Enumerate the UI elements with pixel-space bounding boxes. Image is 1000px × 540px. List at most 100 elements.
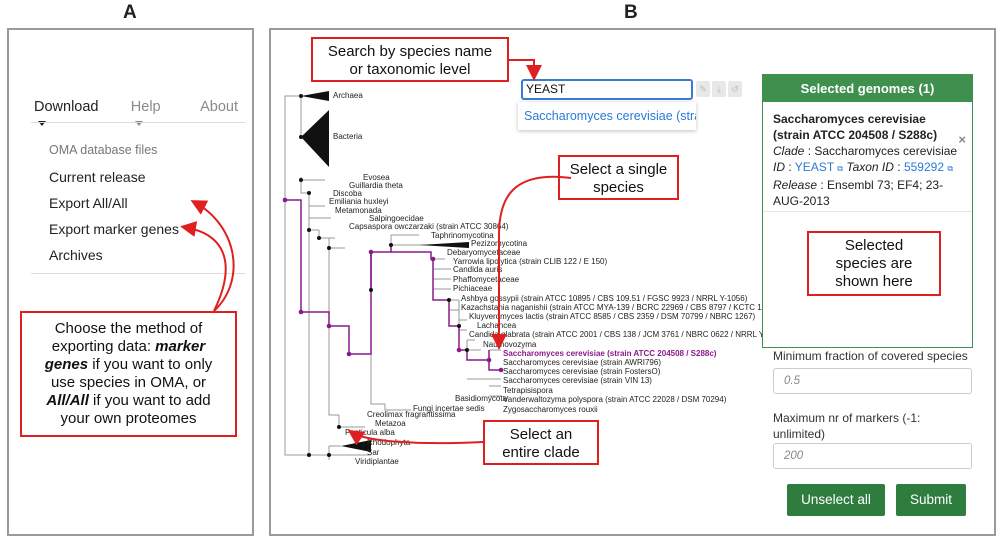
external-link-icon: ⧉	[837, 164, 843, 173]
about-link[interactable]: About	[200, 99, 238, 115]
max-markers-label-line: unlimited)	[773, 427, 826, 441]
id-link[interactable]: YEAST	[794, 160, 834, 174]
tree-label[interactable]: Debaryomycetaceae	[447, 248, 521, 257]
download-dropdown: OMA database files Current release Expor…	[31, 122, 245, 274]
tree-label[interactable]: Capsaspora owczarzaki (strain ATCC 30864…	[349, 222, 509, 231]
unselect-all-button[interactable]: Unselect all	[787, 484, 885, 516]
external-link-icon: ⧉	[947, 164, 954, 173]
species-search-input[interactable]: YEAST	[521, 79, 693, 100]
clade-triangle[interactable]	[301, 91, 329, 101]
tree-label[interactable]: Bacteria	[333, 132, 363, 141]
tree-label[interactable]: Evosea	[363, 173, 390, 182]
tree-label-selected[interactable]: Saccharomyces cerevisiae (strain ATCC 20…	[503, 349, 717, 358]
help-menu[interactable]: Help	[131, 99, 186, 131]
tree-label[interactable]: Tetrapisispora	[503, 386, 553, 395]
help-label: Help	[130, 99, 161, 115]
tree-label[interactable]: Phaffomycetaceae	[453, 275, 520, 284]
tree-label[interactable]: Archaea	[333, 91, 363, 100]
tree-label[interactable]: Sar	[367, 448, 380, 457]
search-suggestion[interactable]: Saccharomyces cerevisiae (strain ATCC 20…	[518, 102, 696, 130]
callout-line: exporting data: marker	[22, 338, 235, 356]
callout-line: use species in OMA, or	[50, 374, 207, 391]
clade-value: : Saccharomyces cerevisiae	[804, 144, 958, 158]
arrow-to-marker-genes	[180, 221, 227, 312]
tree-label[interactable]: Kluyveromyces lactis (strain ATCC 8585 /…	[469, 312, 756, 321]
tree-label[interactable]: Discoba	[333, 189, 362, 198]
selected-genome-entry: Saccharomyces cerevisiae (strain ATCC 20…	[763, 102, 972, 212]
reset-icon[interactable]: ↺	[728, 81, 742, 97]
tree-label[interactable]: Metamonada	[335, 206, 382, 215]
top-nav: Download Help About	[34, 99, 252, 131]
pencil-icon[interactable]: ✎	[696, 81, 710, 97]
menu-item-export-all-all[interactable]: Export All/All	[49, 195, 128, 211]
tree-label[interactable]: Zygosaccharomyces rouxii	[503, 405, 598, 414]
panel-a: Download Help About OMA database files C…	[7, 28, 254, 536]
tree-label[interactable]: Saccharomyces cerevisiae (strain AWRI796…	[503, 358, 661, 367]
min-fraction-input[interactable]: 0.5	[773, 368, 972, 394]
callout-text: if you want to add	[88, 392, 211, 409]
selected-genomes-card: Selected genomes (1) Saccharomyces cerev…	[762, 74, 973, 348]
caret-down-icon	[134, 120, 143, 126]
export-method-callout: Choose the method of exporting data: mar…	[20, 311, 237, 437]
taxon-link[interactable]: 559292	[903, 160, 944, 174]
close-icon[interactable]: ×	[958, 132, 966, 147]
tree-label[interactable]: Taphrinomycotina	[431, 231, 494, 240]
max-markers-label: Maximum nr of markers (-1: unlimited)	[773, 410, 920, 442]
caret-down-icon	[38, 120, 46, 126]
tree-label[interactable]: Rhodophyta	[367, 438, 411, 447]
tree-label[interactable]: Creolimax fragrantissima	[367, 410, 456, 419]
tree-label[interactable]: Candida auris	[453, 265, 503, 274]
max-markers-input[interactable]: 200	[773, 443, 972, 469]
callout-line: Choose the method of	[54, 320, 203, 337]
tree-label[interactable]: Guillardia theta	[349, 181, 403, 190]
max-markers-label-line: Maximum nr of markers (-1:	[773, 411, 921, 425]
menu-header: OMA database files	[49, 143, 158, 157]
tree-label[interactable]: Salpingoecidae	[369, 214, 424, 223]
callout-line: species are	[835, 255, 913, 272]
callout-text: exporting data:	[51, 338, 156, 355]
search-callout: Search by species name or taxonomic leve…	[311, 37, 509, 82]
download-label: Download	[34, 99, 99, 115]
clade-triangle[interactable]	[419, 242, 469, 248]
callout-emphasis: marker	[155, 338, 206, 355]
arrow-to-search	[509, 59, 542, 81]
panel-label-b: B	[624, 2, 638, 23]
tree-label[interactable]: Lachancea	[477, 321, 517, 330]
submit-button[interactable]: Submit	[896, 484, 966, 516]
clade-label: Clade	[773, 144, 805, 158]
tree-label[interactable]: Yarrowia lipolytica (strain CLIB 122 / E…	[453, 257, 608, 266]
tree-label[interactable]: Pichiaceae	[453, 284, 493, 293]
tree-label[interactable]: Naumovozyma	[483, 340, 537, 349]
min-fraction-label: Minimum fraction of covered species	[773, 349, 968, 363]
callout-line: your own proteomes	[60, 410, 197, 427]
menu-item-archives[interactable]: Archives	[49, 247, 103, 263]
release-value: : Ensembl 73; EF4; 23-AUG-2013	[773, 178, 944, 208]
callout-line: species	[593, 179, 644, 196]
selected-species-callout: Selected species are shown here	[807, 231, 941, 296]
tree-label[interactable]: Candida glabrata (strain ATCC 2001 / CBS…	[469, 330, 778, 339]
callout-line: or taxonomic level	[349, 61, 471, 78]
taxon-label: Taxon ID	[846, 160, 894, 174]
menu-item-export-marker-genes[interactable]: Export marker genes	[49, 221, 179, 237]
callout-emphasis: genes	[44, 356, 89, 373]
tree-label[interactable]: Saccharomyces cerevisiae (strain Fosters…	[503, 367, 661, 376]
download-menu[interactable]: Download	[34, 99, 117, 131]
tree-label[interactable]: Kazachstania naganishii (strain ATCC MYA…	[461, 303, 783, 312]
tree-label[interactable]: Basidiomycota	[455, 394, 508, 403]
panel-label-a: A	[123, 2, 137, 23]
tree-label[interactable]: Metazoa	[375, 419, 406, 428]
tree-label[interactable]: Viridiplantae	[355, 457, 399, 466]
tree-label[interactable]: Fonticula alba	[345, 428, 395, 437]
panel-b-arrows	[347, 59, 572, 446]
callout-line: genes if you want to only	[22, 356, 235, 374]
species-tree	[282, 91, 504, 460]
callout-line: Select a single	[569, 161, 668, 178]
clade-triangle[interactable]	[301, 110, 329, 167]
tree-label[interactable]: Emiliania huxleyi	[329, 197, 389, 206]
menu-item-current-release[interactable]: Current release	[49, 169, 146, 185]
tree-label[interactable]: Fungi incertae sedis	[413, 404, 485, 413]
download-icon[interactable]: ⤓	[712, 81, 726, 97]
tree-label[interactable]: Ashbya gossypii (strain ATCC 10895 / CBS…	[461, 294, 748, 303]
tree-label[interactable]: Vanderwaltozyma polyspora (strain ATCC 2…	[503, 395, 727, 404]
tree-label[interactable]: Saccharomyces cerevisiae (strain VIN 13)	[503, 376, 652, 385]
